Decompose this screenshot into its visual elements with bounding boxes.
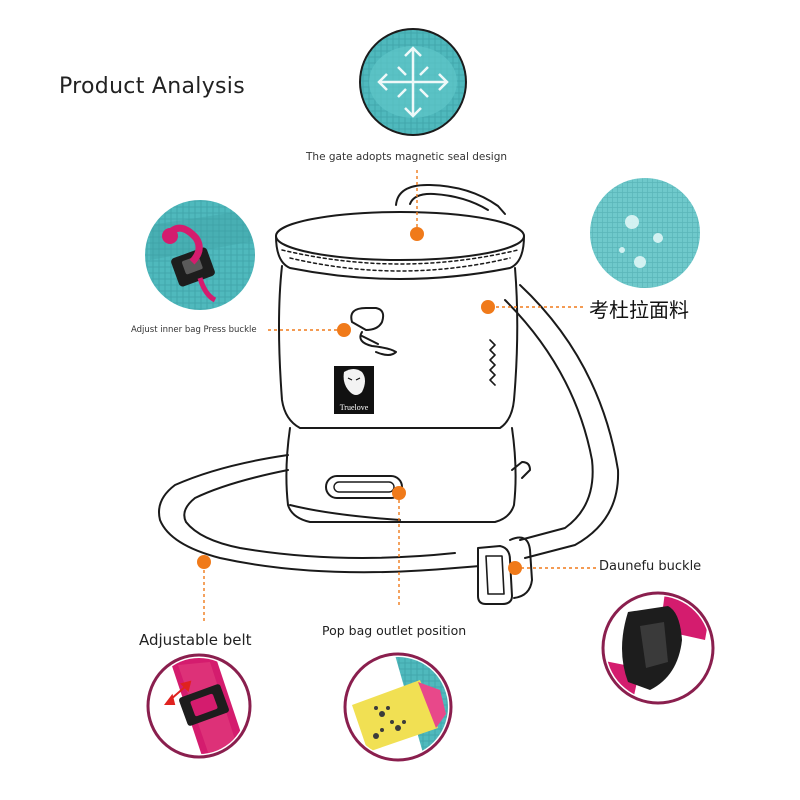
inner-buckle-photo <box>144 199 256 311</box>
bag-lower-body <box>285 427 517 523</box>
callout-pop-bag-label: Pop bag outlet position <box>322 623 467 638</box>
bag-rim <box>275 211 525 261</box>
daunefu-buckle-photo <box>601 591 715 705</box>
pop-bag-photo <box>343 652 453 762</box>
truelove-logo: Truelove <box>334 366 374 414</box>
dot-belt <box>197 555 211 569</box>
top-handle <box>395 183 506 215</box>
callout-gate-label: The gate adopts magnetic seal design <box>306 151 508 163</box>
adjust-arrows-icon <box>164 680 192 705</box>
dot-gate <box>410 227 424 241</box>
adjustable-belt-photo <box>146 653 252 759</box>
fabric-photo <box>590 178 700 288</box>
callout-dots <box>197 227 522 575</box>
dot-fabric <box>481 300 495 314</box>
dot-inner-buckle <box>337 323 351 337</box>
bag-line-art <box>158 183 620 605</box>
pop-bag-slot <box>325 475 403 499</box>
callout-daunefu-label: Daunefu buckle <box>599 559 702 574</box>
magnetic-closure-icon <box>377 46 449 118</box>
inner-buckle-sketch <box>350 307 385 331</box>
dot-pop-bag <box>392 486 406 500</box>
callout-fabric-label: 考杜拉面料 <box>589 298 689 322</box>
shoulder-strap <box>519 284 620 559</box>
daunefu-buckle-sketch <box>477 536 533 605</box>
waist-belt <box>158 454 481 574</box>
bag-upper-body <box>278 265 519 429</box>
callout-inner-buckle-label: Adjust inner bag Press buckle <box>131 325 257 335</box>
brand-wordmark: Truelove <box>340 403 369 412</box>
page-title: Product Analysis <box>59 74 245 99</box>
callout-leaders <box>203 170 596 622</box>
callout-belt-label: Adjustable belt <box>139 631 252 649</box>
dot-daunefu <box>508 561 522 575</box>
magnetic-closure-photo <box>359 28 467 136</box>
